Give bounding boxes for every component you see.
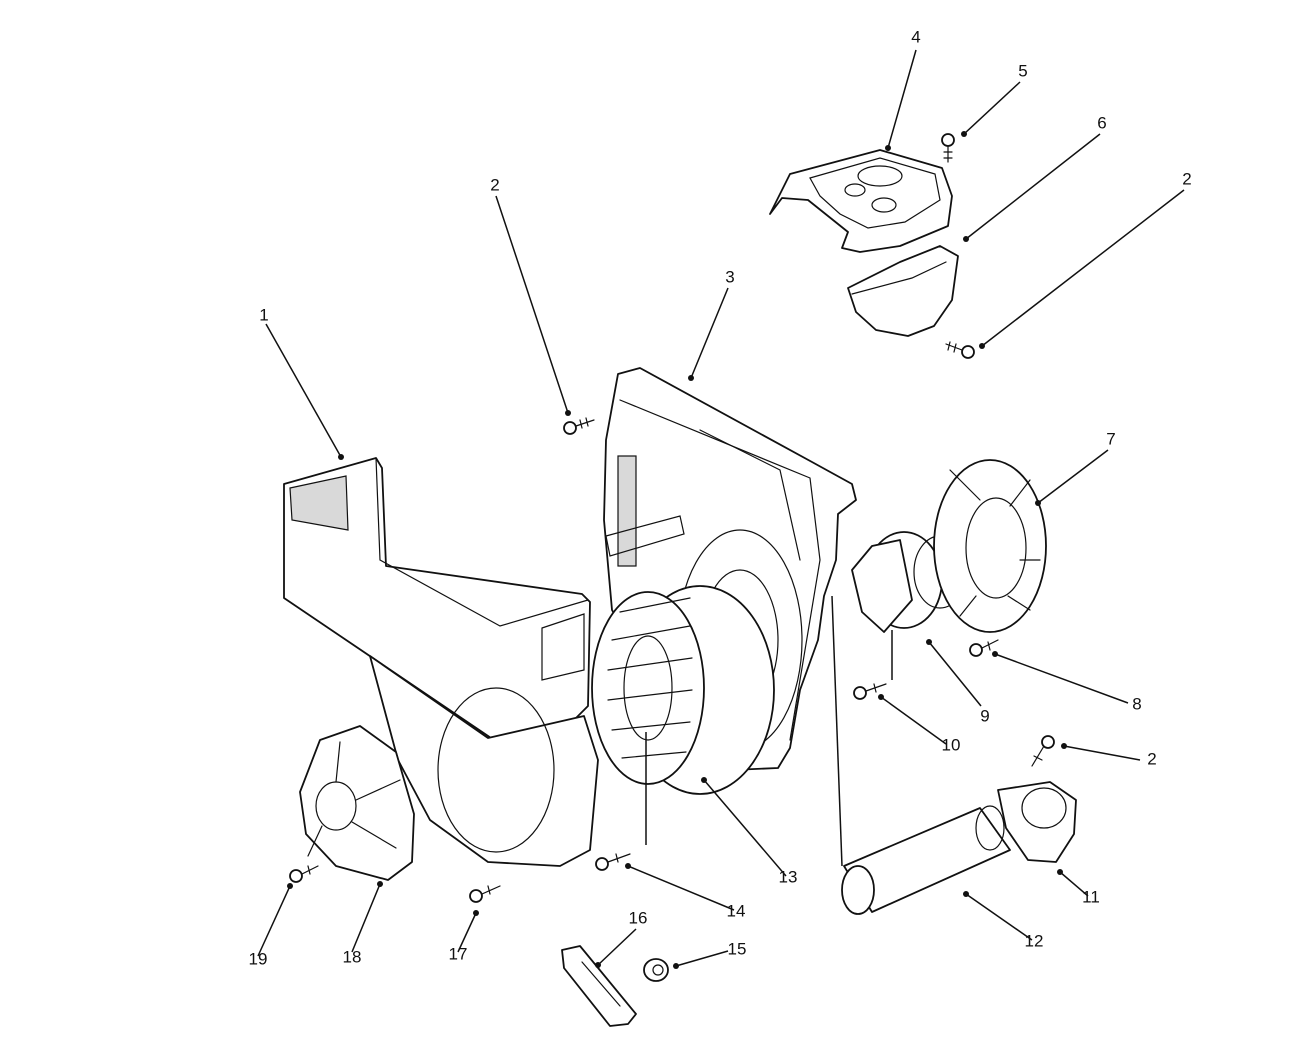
callout-16: 16 [629, 908, 648, 927]
screw-part-2-top-right [945, 341, 975, 359]
screw-part-17 [469, 885, 501, 903]
callout-15: 15 [728, 939, 747, 958]
top-cover-part [769, 149, 959, 337]
callout-labels: 1 2 3 4 5 6 2 7 8 9 10 2 11 12 13 14 15 … [249, 27, 1192, 968]
callout-1: 1 [259, 305, 268, 324]
screws [289, 133, 1055, 903]
leader-dots [287, 131, 1067, 969]
callout-11: 11 [1082, 887, 1100, 906]
outlet-tube-part [841, 805, 1011, 915]
callout-19: 19 [249, 949, 268, 968]
callout-14: 14 [727, 901, 746, 920]
screw-part-2-lower-right [1031, 735, 1055, 767]
callout-2-left: 2 [490, 175, 499, 194]
callout-8: 8 [1132, 694, 1141, 713]
screw-part-19 [289, 865, 319, 883]
screw-part-14 [595, 853, 631, 871]
callout-13: 13 [779, 867, 798, 886]
callout-2-top-right: 2 [1182, 169, 1191, 188]
grommet-part [643, 958, 669, 982]
front-shroud-part [283, 457, 599, 867]
leader-lines [257, 49, 1185, 967]
elbow-clamp-part [997, 781, 1077, 863]
callout-4: 4 [911, 27, 920, 46]
callout-2-lower-right: 2 [1147, 749, 1156, 768]
plate-part [561, 945, 637, 1027]
callout-12: 12 [1025, 931, 1044, 950]
screw-part-10 [853, 683, 887, 700]
inlet-cover-part [933, 459, 1047, 633]
screw-part-8 [969, 639, 999, 657]
impeller-wheel-part [591, 585, 775, 795]
callout-18: 18 [343, 947, 362, 966]
callout-3: 3 [725, 267, 734, 286]
screw-part-5 [941, 133, 955, 163]
callout-5: 5 [1018, 61, 1027, 80]
screw-part-2-left [563, 417, 595, 435]
callout-6: 6 [1097, 113, 1106, 132]
side-cover-part [299, 725, 415, 881]
callout-9: 9 [980, 706, 989, 725]
callout-17: 17 [449, 944, 468, 963]
adapter-ring-part [851, 531, 967, 633]
callout-7: 7 [1106, 429, 1115, 448]
callout-10: 10 [942, 735, 961, 754]
